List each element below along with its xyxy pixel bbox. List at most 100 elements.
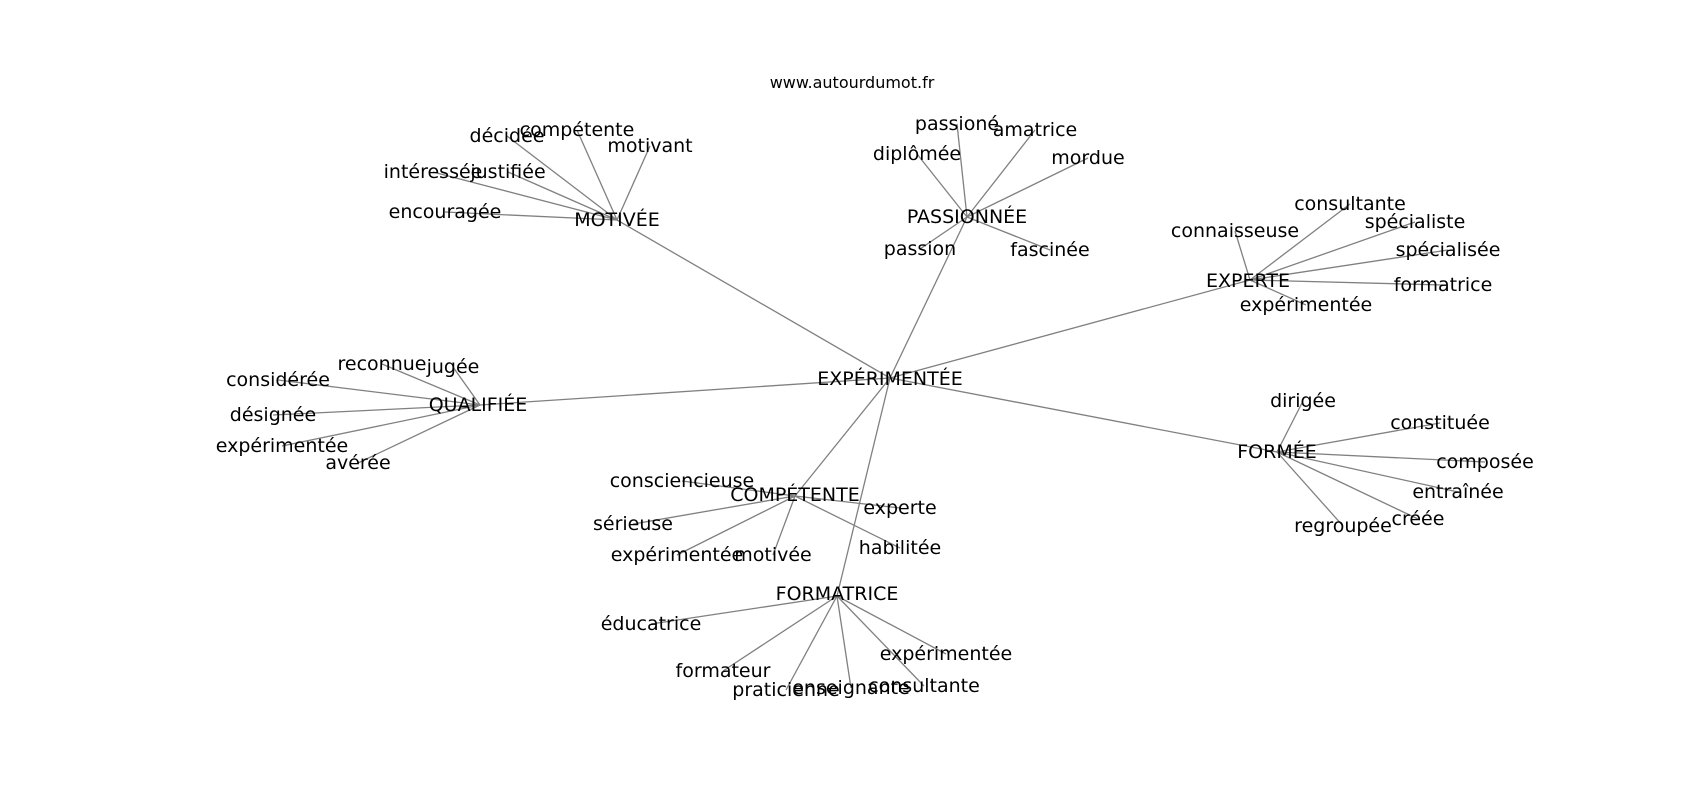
leaf-node-label[interactable]: avérée [325,452,390,474]
edge-center-to-hub [616,219,891,379]
edge-hub-to-leaf [956,123,968,218]
edge-hub-to-leaf [722,595,838,672]
hub-node-label[interactable]: PASSIONNÉE [907,205,1027,228]
leaf-node-label[interactable]: consciencieuse [610,470,755,492]
edge-hub-to-leaf [616,145,651,221]
edge-hub-to-leaf [1249,221,1416,281]
graph-nodes: EXPÉRIMENTÉEMOTIVÉEdécidéecompétentemoti… [216,113,1534,701]
leaf-node-label[interactable]: composée [1436,451,1534,473]
edge-center-to-hub [889,377,1278,453]
edge-hub-to-leaf [1276,422,1441,453]
edge-hub-to-leaf [1249,279,1307,306]
leaf-node-label[interactable]: diplômée [873,143,961,165]
leaf-node-label[interactable]: passioné [915,113,999,135]
leaf-node-label[interactable]: passion [884,238,956,260]
leaf-node-label[interactable]: spécialisée [1396,239,1501,261]
graph-edges [272,123,1486,691]
leaf-node-label[interactable]: éducatrice [601,613,702,635]
hub-node-label[interactable]: COMPÉTENTE [730,483,860,506]
edge-hub-to-leaf [785,595,838,691]
edge-hub-to-leaf [836,595,947,655]
leaf-node-label[interactable]: dirigée [1270,390,1336,412]
edge-center-to-hub [794,377,891,497]
edge-hub-to-leaf [919,216,968,250]
edge-center-to-hub [479,377,891,406]
edge-hub-to-leaf [1276,400,1304,453]
leaf-node-label[interactable]: entraînée [1412,481,1503,503]
leaf-node-label[interactable]: habilitée [859,537,941,559]
leaf-node-label[interactable]: regroupée [1294,515,1392,537]
edge-hub-to-leaf [966,216,1051,251]
edge-hub-to-leaf [576,129,618,221]
edge-center-to-hub [836,377,891,597]
leaf-node-label[interactable]: expérimentée [1240,294,1373,316]
leaf-node-label[interactable]: justifiée [469,161,545,183]
edge-center-to-hub [889,279,1251,379]
edge-hub-to-leaf [772,495,796,556]
edge-hub-to-leaf [966,129,1036,218]
hub-node-label[interactable]: FORMÉE [1237,440,1317,463]
leaf-node-label[interactable]: mordue [1051,147,1124,169]
leaf-node-label[interactable]: motivée [734,544,811,566]
leaf-node-label[interactable]: formateur [676,660,771,682]
leaf-node-label[interactable]: créée [1392,508,1445,530]
leaf-node-label[interactable]: considérée [226,369,330,391]
edge-hub-to-leaf [272,404,481,416]
leaf-node-label[interactable]: intéressée [384,161,483,183]
site-url[interactable]: www.autourdumot.fr [770,73,935,92]
edge-hub-to-leaf [506,135,618,221]
edge-hub-to-leaf [1276,451,1344,527]
center-node-label[interactable]: EXPÉRIMENTÉE [817,367,963,390]
edge-hub-to-leaf [916,153,968,218]
edge-hub-to-leaf [794,495,901,549]
leaf-node-label[interactable]: motivant [607,135,692,157]
edge-hub-to-leaf [1276,451,1459,493]
leaf-node-label[interactable]: expérimentée [216,435,349,457]
leaf-node-label[interactable]: désignée [230,404,316,426]
leaf-node-label[interactable]: jugée [426,356,480,378]
hub-node-label[interactable]: FORMATRICE [776,583,899,605]
edge-hub-to-leaf [794,495,901,509]
leaf-node-label[interactable]: experte [863,497,936,519]
leaf-node-label[interactable]: amatrice [993,119,1077,141]
edge-hub-to-leaf [1276,451,1486,463]
leaf-node-label[interactable]: formatrice [1394,274,1493,296]
leaf-node-label[interactable]: encouragée [389,201,502,223]
edge-hub-to-leaf [632,495,796,525]
leaf-node-label[interactable]: sérieuse [593,513,673,535]
leaf-node-label[interactable]: décidée [470,125,545,147]
leaf-node-label[interactable]: compétente [520,119,635,141]
edge-hub-to-leaf [432,171,618,221]
leaf-node-label[interactable]: fascinée [1010,239,1089,261]
edge-hub-to-leaf [681,480,796,497]
leaf-node-label[interactable]: constituée [1390,412,1490,434]
leaf-node-label[interactable]: spécialiste [1365,211,1466,233]
leaf-node-label[interactable]: connaisseuse [1171,220,1299,242]
edge-hub-to-leaf [507,171,618,221]
edge-hub-to-leaf [836,595,852,689]
edge-hub-to-leaf [357,404,481,464]
leaf-node-label[interactable]: expérimentée [880,643,1013,665]
leaf-node-label[interactable]: consultante [1294,193,1406,215]
edge-hub-to-leaf [277,379,481,406]
hub-node-label[interactable]: MOTIVÉE [574,208,660,231]
edge-hub-to-leaf [1249,203,1351,281]
edge-hub-to-leaf [281,404,481,447]
leaf-node-label[interactable]: consultante [868,675,980,697]
leaf-node-label[interactable]: praticienne [732,679,839,701]
edge-hub-to-leaf [1276,451,1419,520]
hub-node-label[interactable]: EXPERTE [1206,270,1290,292]
edge-hub-to-leaf [444,211,618,221]
edge-hub-to-leaf [1249,249,1449,281]
edge-hub-to-leaf [836,595,925,687]
hub-node-label[interactable]: QUALIFIÉE [429,393,528,416]
edge-hub-to-leaf [966,157,1089,218]
edge-hub-to-leaf [1234,230,1251,281]
leaf-node-label[interactable]: enseignante [792,677,910,699]
edge-hub-to-leaf [452,366,481,406]
leaf-node-label[interactable]: reconnue [338,353,427,375]
edge-hub-to-leaf [381,363,481,406]
edge-hub-to-leaf [650,595,838,625]
leaf-node-label[interactable]: expérimentée [611,544,744,566]
